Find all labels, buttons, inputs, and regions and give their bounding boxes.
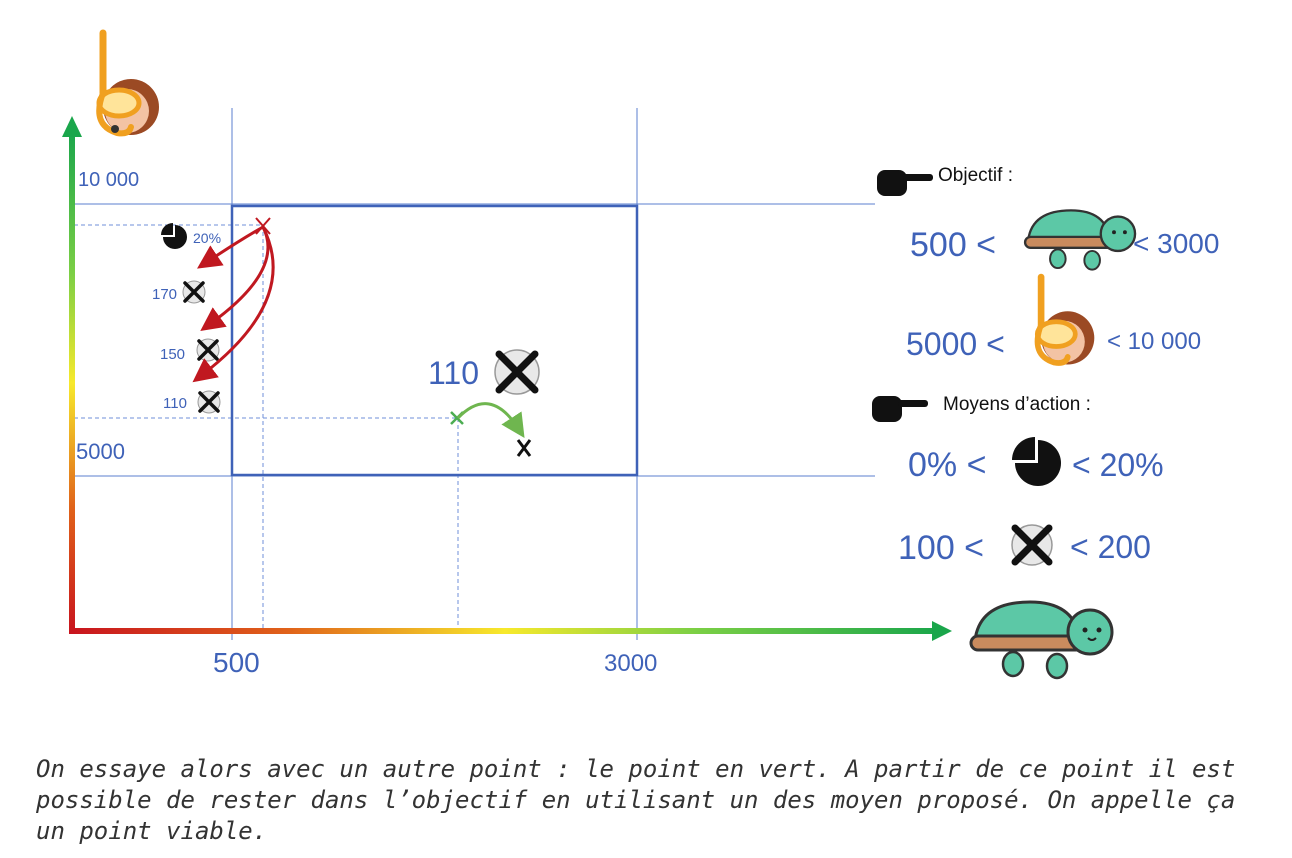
dashed-guides [74,224,459,630]
objective-box [230,204,639,477]
means-title: Moyens d’action : [943,394,1091,415]
legend: Objectif : 500 < < 3000 5000 < < 10 000 … [872,165,1219,567]
red-trajectory-arrows [192,217,275,383]
objective-title: Objectif : [938,165,1013,186]
x-tick-500: 500 [213,647,260,678]
y-tick-5000: 5000 [76,439,125,464]
x-tick-3000: 3000 [604,650,657,677]
objective-turtle-max: < 3000 [1133,228,1219,259]
pest-cross-icon [197,390,221,414]
viability-diagram: 10 000 5000 500 3000 20% 170 150 [62,29,1219,680]
snorkeler-icon [96,29,159,137]
means-pie-max: < 20% [1072,447,1164,483]
means-pie-min: 0% < [908,446,986,484]
pest-cross-icon [182,280,206,304]
green-viable-point [450,402,532,457]
turtle-icon [1023,209,1137,271]
means-pest-max: < 200 [1070,529,1151,565]
snorkeler-icon [1034,273,1095,366]
marker-110-label: 110 [163,395,187,412]
objective-snorkeler-max: < 10 000 [1107,328,1201,355]
marker-170-label: 170 [152,286,177,303]
turtle-icon [969,600,1114,680]
marker-150-label: 150 [160,346,185,363]
pest-cross-icon [494,349,540,395]
pie-icon [161,223,187,249]
pie-percent-label: 20% [193,230,221,246]
pointing-hand-icon [872,396,928,422]
center-marker-label: 110 [428,355,479,391]
objective-snorkeler-min: 5000 < [906,326,1005,362]
x-axis [70,621,952,641]
pie-icon [1012,437,1061,486]
means-pest-min: 100 < [898,529,984,567]
caption-text: On essaye alors avec un autre point : le… [36,755,1236,845]
pest-cross-icon [196,338,220,362]
pest-cross-icon [1011,524,1053,566]
y-tick-10000: 10 000 [78,169,139,191]
objective-turtle-min: 500 < [910,226,996,264]
left-markers: 20% 170 150 110 [152,223,221,414]
y-axis [62,116,82,634]
pointing-hand-icon [877,170,933,196]
